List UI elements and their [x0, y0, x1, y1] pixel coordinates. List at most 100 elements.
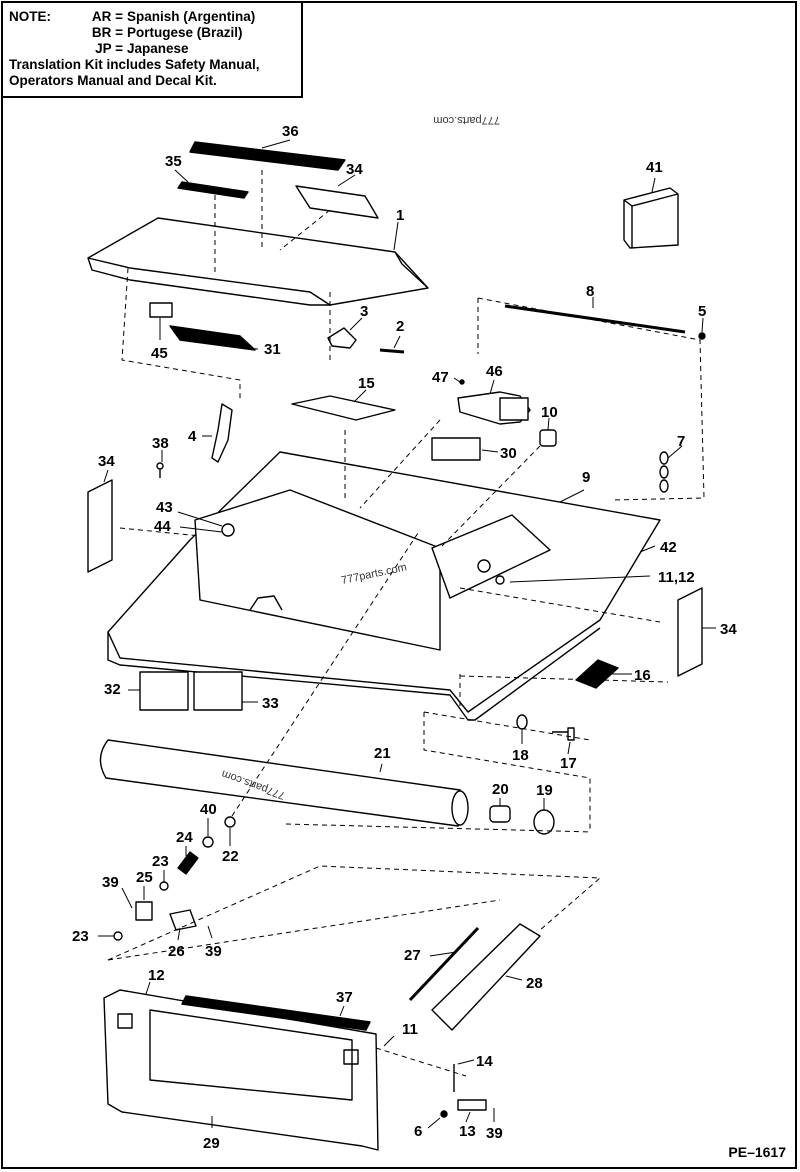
callout-5: 5 — [698, 303, 706, 320]
callout-1: 1 — [396, 207, 404, 224]
decal-45 — [149, 302, 173, 318]
callout-28: 28 — [526, 975, 543, 992]
callout-34a: 34 — [346, 161, 363, 178]
nut-22 — [224, 816, 236, 828]
main-frame-9 — [107, 451, 661, 721]
decal-34-left — [87, 479, 113, 573]
note-line-1: Translation Kit includes Safety Manual, — [9, 57, 260, 72]
callout-39b: 39 — [205, 943, 222, 960]
callout-31: 31 — [264, 341, 281, 358]
callout-36: 36 — [282, 123, 299, 140]
channel-28 — [431, 923, 541, 1031]
watermark-top: 777parts.com — [433, 114, 500, 126]
callout-20: 20 — [492, 781, 509, 798]
bushing-20 — [489, 805, 511, 823]
manual-box-41 — [623, 187, 679, 249]
bolt-6 — [440, 1110, 448, 1118]
bushing-10 — [539, 429, 557, 447]
washer-23 — [159, 881, 169, 891]
pad-16 — [575, 659, 619, 689]
decal-15 — [291, 395, 396, 421]
assembly-dashed-lines — [107, 170, 705, 1077]
washer-40 — [202, 836, 214, 848]
roller-21 — [99, 739, 469, 827]
bearing-19 — [533, 809, 555, 835]
callout-13: 13 — [459, 1123, 476, 1140]
callout-26: 26 — [168, 943, 185, 960]
callout-41: 41 — [646, 159, 663, 176]
motor-46 — [457, 379, 531, 425]
note-title: NOTE: — [9, 9, 51, 24]
callout-33: 33 — [262, 695, 279, 712]
callout-19: 19 — [536, 782, 553, 799]
note-line-2: Operators Manual and Decal Kit. — [9, 73, 217, 88]
callout-4: 4 — [188, 428, 197, 445]
callout-47: 47 — [432, 369, 449, 386]
decal-35 — [177, 181, 249, 199]
callout-22: 22 — [222, 848, 239, 865]
bolt-17 — [552, 727, 575, 741]
callout-11: 11 — [402, 1021, 418, 1038]
washer-23b — [113, 931, 123, 941]
block-26 — [169, 909, 197, 931]
callout-39a: 39 — [102, 874, 119, 891]
callout-7: 7 — [677, 433, 685, 450]
note-row-br: BR = Portugese (Brazil) — [9, 25, 295, 41]
callout-2: 2 — [396, 318, 404, 335]
callout-40: 40 — [200, 801, 217, 818]
decal-36 — [189, 141, 346, 171]
callout-38: 38 — [152, 435, 169, 452]
frame-plate-29 — [103, 989, 379, 1151]
spring-24 — [177, 851, 199, 875]
callout-6: 6 — [414, 1123, 422, 1140]
callout-44: 44 — [154, 518, 171, 535]
note-code: AR = — [91, 9, 123, 24]
latch-4 — [211, 403, 233, 463]
rod-27 — [408, 926, 480, 1002]
decal-34-top — [295, 185, 379, 219]
callout-23b: 23 — [72, 928, 89, 945]
callout-16: 16 — [634, 667, 651, 684]
callout-39c: 39 — [486, 1125, 503, 1142]
callout-9: 9 — [582, 469, 590, 486]
note-lang: Japanese — [127, 41, 189, 56]
callout-17: 17 — [560, 755, 577, 772]
decal-31 — [169, 325, 256, 351]
washer-18 — [516, 714, 528, 730]
callout-11-12: 11,12 — [658, 569, 695, 586]
decal-33 — [193, 671, 243, 711]
note-lang: Portugese (Brazil) — [127, 25, 243, 40]
latch-3 — [327, 327, 357, 349]
decal-34-right — [677, 587, 703, 677]
callout-18: 18 — [512, 747, 529, 764]
note-code: BR = — [91, 25, 123, 40]
pin-13 — [457, 1099, 487, 1111]
callout-42: 42 — [660, 539, 677, 556]
callout-10: 10 — [541, 404, 558, 421]
callout-43: 43 — [156, 499, 173, 516]
callout-32: 32 — [104, 681, 121, 698]
callout-35: 35 — [165, 153, 182, 170]
leader-lines — [98, 139, 716, 1129]
strip-37 — [181, 995, 371, 1031]
callout-34b: 34 — [98, 453, 115, 470]
decal-32 — [139, 671, 189, 711]
callout-46: 46 — [486, 363, 503, 380]
callout-24: 24 — [176, 829, 193, 846]
note-row-jp: JP =Japanese — [9, 41, 295, 57]
callout-34c: 34 — [720, 621, 737, 638]
callout-8: 8 — [586, 283, 594, 300]
note-lang: Spanish (Argentina) — [127, 9, 256, 24]
callout-23a: 23 — [152, 853, 169, 870]
callout-29: 29 — [203, 1135, 220, 1152]
block-25 — [135, 901, 153, 921]
callout-14: 14 — [476, 1053, 493, 1070]
callout-27: 27 — [404, 947, 421, 964]
callout-37: 37 — [336, 989, 353, 1006]
callout-3: 3 — [360, 303, 368, 320]
pin-2 — [379, 348, 405, 354]
top-cover-part — [87, 217, 429, 306]
callout-labels: 1 2 3 4 5 6 7 8 9 10 11 11,12 12 13 14 1… — [72, 123, 737, 1152]
